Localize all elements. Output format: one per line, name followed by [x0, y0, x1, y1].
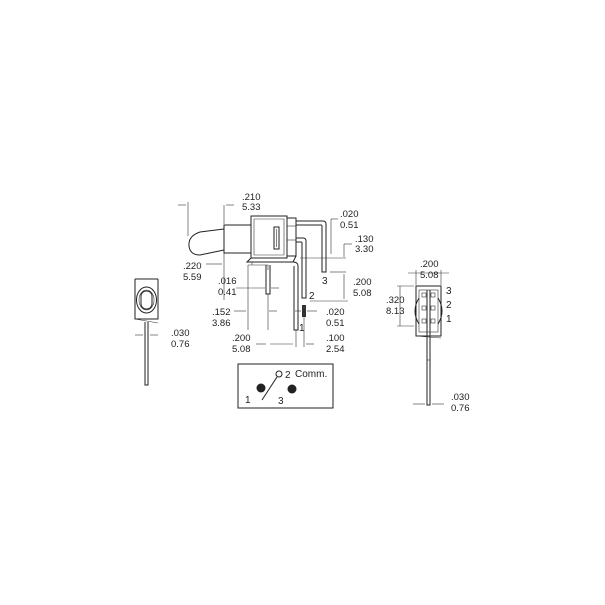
dim-pin-thickness-in: .016	[218, 276, 237, 287]
contact-2-common	[275, 370, 283, 378]
dim-front-pin-in: .030	[171, 328, 190, 339]
dim-pin-spacing-100-in: .100	[326, 333, 345, 344]
dim-pin-width-in: .020	[326, 307, 345, 318]
end-pin-label-2: 2	[446, 300, 452, 311]
front-body	[134, 279, 159, 320]
end-pin	[426, 290, 431, 406]
side-view: 3 2 1 .210 5.33 .220 5.59 .016 0.41 .152…	[178, 192, 374, 355]
dim-pin-spacing-200-in: .200	[232, 333, 251, 344]
end-body	[415, 285, 442, 337]
dim-lead-step-200-mm: 5.08	[353, 288, 372, 299]
dim-pin-offset-mm: 3.86	[212, 318, 231, 329]
contact-1	[256, 383, 266, 393]
schematic-label-2: 2	[285, 370, 291, 381]
dim-top-lead-in: .020	[340, 209, 359, 220]
body-window	[273, 226, 280, 250]
dim-bushing-mm: 5.59	[183, 272, 202, 283]
end-view: 3 2 1 .200 5.08 .320 8.13 .030 0.76	[386, 259, 470, 414]
end-pin-label-3: 3	[446, 286, 452, 297]
switch-body	[250, 215, 288, 259]
dim-lever-mm: 5.33	[242, 202, 261, 213]
dim-pin-spacing-100-mm: 2.54	[326, 344, 345, 355]
dim-end-pin-mm: 0.76	[451, 403, 470, 414]
dim-pin-thickness-mm: 0.41	[218, 287, 237, 298]
dim-pin-offset-in: .152	[212, 307, 231, 318]
dim-end-height-mm: 8.13	[386, 306, 405, 317]
dim-end-width-in: .200	[420, 259, 439, 270]
bushing	[223, 224, 252, 254]
dim-lead-step-mm: 3.30	[355, 244, 374, 255]
dim-end-pin-in: .030	[451, 392, 470, 403]
switch-schematic: 2 Comm. 1 3	[237, 363, 334, 409]
schematic-label-3: 3	[278, 396, 284, 407]
dim-lead-step-200-in: .200	[353, 277, 372, 288]
pin-label-3: 3	[322, 276, 328, 287]
lever-tip	[140, 290, 153, 310]
dim-top-lead-mm: 0.51	[340, 220, 359, 231]
schematic-label-1: 1	[245, 395, 251, 406]
pin-label-2: 2	[309, 291, 315, 302]
front-pin	[144, 322, 149, 386]
end-pin-label-1: 1	[446, 314, 452, 325]
dim-bushing-in: .220	[183, 261, 202, 272]
schematic-comm-label: Comm.	[295, 369, 327, 380]
dim-pin-spacing-200-mm: 5.08	[232, 344, 251, 355]
dim-end-width-mm: 5.08	[420, 270, 439, 281]
dim-front-pin-mm: 0.76	[171, 339, 190, 350]
pin-label-1: 1	[299, 323, 305, 334]
dim-lead-step-in: .130	[355, 234, 374, 245]
toggle-lever	[188, 228, 225, 256]
dim-pin-width-mm: 0.51	[326, 318, 345, 329]
schematic-box	[237, 363, 334, 409]
front-view: .030 0.76	[134, 278, 190, 386]
switch-blade	[261, 376, 278, 401]
dim-lever-in: .210	[242, 192, 261, 203]
contact-3	[287, 384, 297, 394]
dim-end-height-in: .320	[386, 295, 405, 306]
